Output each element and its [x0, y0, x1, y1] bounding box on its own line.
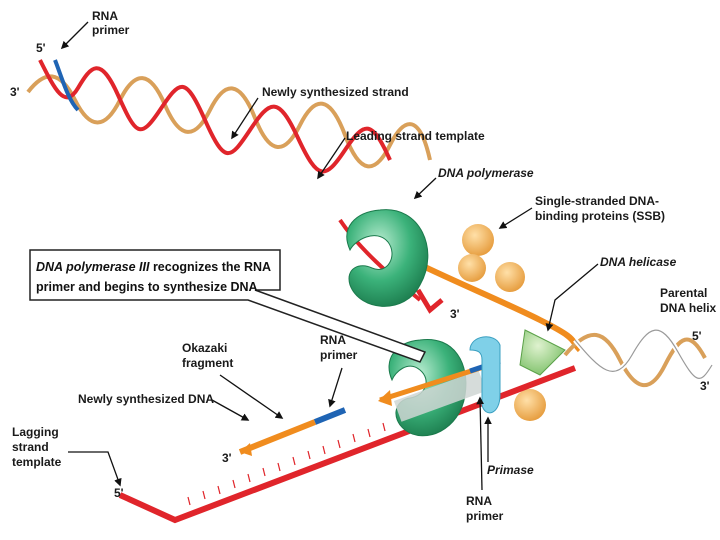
primase: [469, 336, 501, 414]
leading-strand-arrow: [415, 288, 444, 314]
lagging-template-line1: Lagging: [12, 425, 59, 439]
dna-helicase-label: DNA helicase: [600, 255, 677, 269]
rna-primer-bottom-line2: primer: [466, 509, 504, 523]
five-prime-lagging: 5': [114, 486, 124, 500]
primase-label: Primase: [487, 463, 534, 477]
rna-primer-top-line2: primer: [92, 23, 130, 37]
dna-polymerase-lower: [378, 339, 501, 437]
lagging-template-ticks: [187, 416, 401, 506]
labels: RNA primer 5' 3' Newly synthesized stran…: [10, 9, 717, 523]
ssb-label-line1: Single-stranded DNA-: [535, 194, 659, 208]
parental-helix-line2: DNA helix: [660, 301, 717, 315]
okazaki-fragment: [238, 407, 347, 456]
lagging-template-line2: strand: [12, 440, 49, 454]
ssb-proteins: [458, 224, 546, 421]
leading-template-strand: [26, 74, 432, 169]
parental-helix-line1: Parental: [660, 286, 707, 300]
svg-text:DNA polymerase III recognizes: DNA polymerase III recognizes the RNA: [36, 260, 271, 274]
lagging-template-line3: template: [12, 455, 62, 469]
rna-primer-mid-line2: primer: [320, 348, 358, 362]
three-prime-leading: 3': [450, 307, 460, 321]
callout-line1-rest: recognizes the RNA: [149, 260, 271, 274]
okazaki-fragment-line2: fragment: [182, 356, 233, 370]
five-prime-parental: 5': [692, 329, 702, 343]
callout-box: DNA polymerase III recognizes the RNA pr…: [29, 249, 427, 363]
dna-polymerase-upper: [346, 209, 429, 307]
ssb-label-line2: binding proteins (SSB): [535, 209, 665, 223]
three-prime-parental: 3': [700, 379, 710, 393]
newly-synthesized-strand-label: Newly synthesized strand: [262, 85, 409, 99]
newly-synthesized-strand: [38, 59, 392, 174]
okazaki-fragment-line1: Okazaki: [182, 341, 227, 355]
callout-line1-italic: DNA polymerase III: [36, 260, 150, 274]
parental-helix: [563, 327, 715, 387]
rna-primer-top-segment: [53, 59, 80, 112]
dna-polymerase-label: DNA polymerase: [438, 166, 534, 180]
callout-line2: primer and begins to synthesize DNA: [36, 280, 258, 294]
three-prime-top: 3': [10, 85, 20, 99]
dna-helicase: [519, 329, 566, 376]
rna-primer-bottom-line1: RNA: [466, 494, 492, 508]
pointer-lines: [60, 21, 599, 491]
rna-primer-top-line1: RNA: [92, 9, 118, 23]
newly-synthesized-dna-label: Newly synthesized DNA: [78, 392, 214, 406]
five-prime-top: 5': [36, 41, 46, 55]
rna-primer-mid-line1: RNA: [320, 333, 346, 347]
leading-strand-template-label: Leading strand template: [346, 129, 485, 143]
three-prime-lagging: 3': [222, 451, 232, 465]
